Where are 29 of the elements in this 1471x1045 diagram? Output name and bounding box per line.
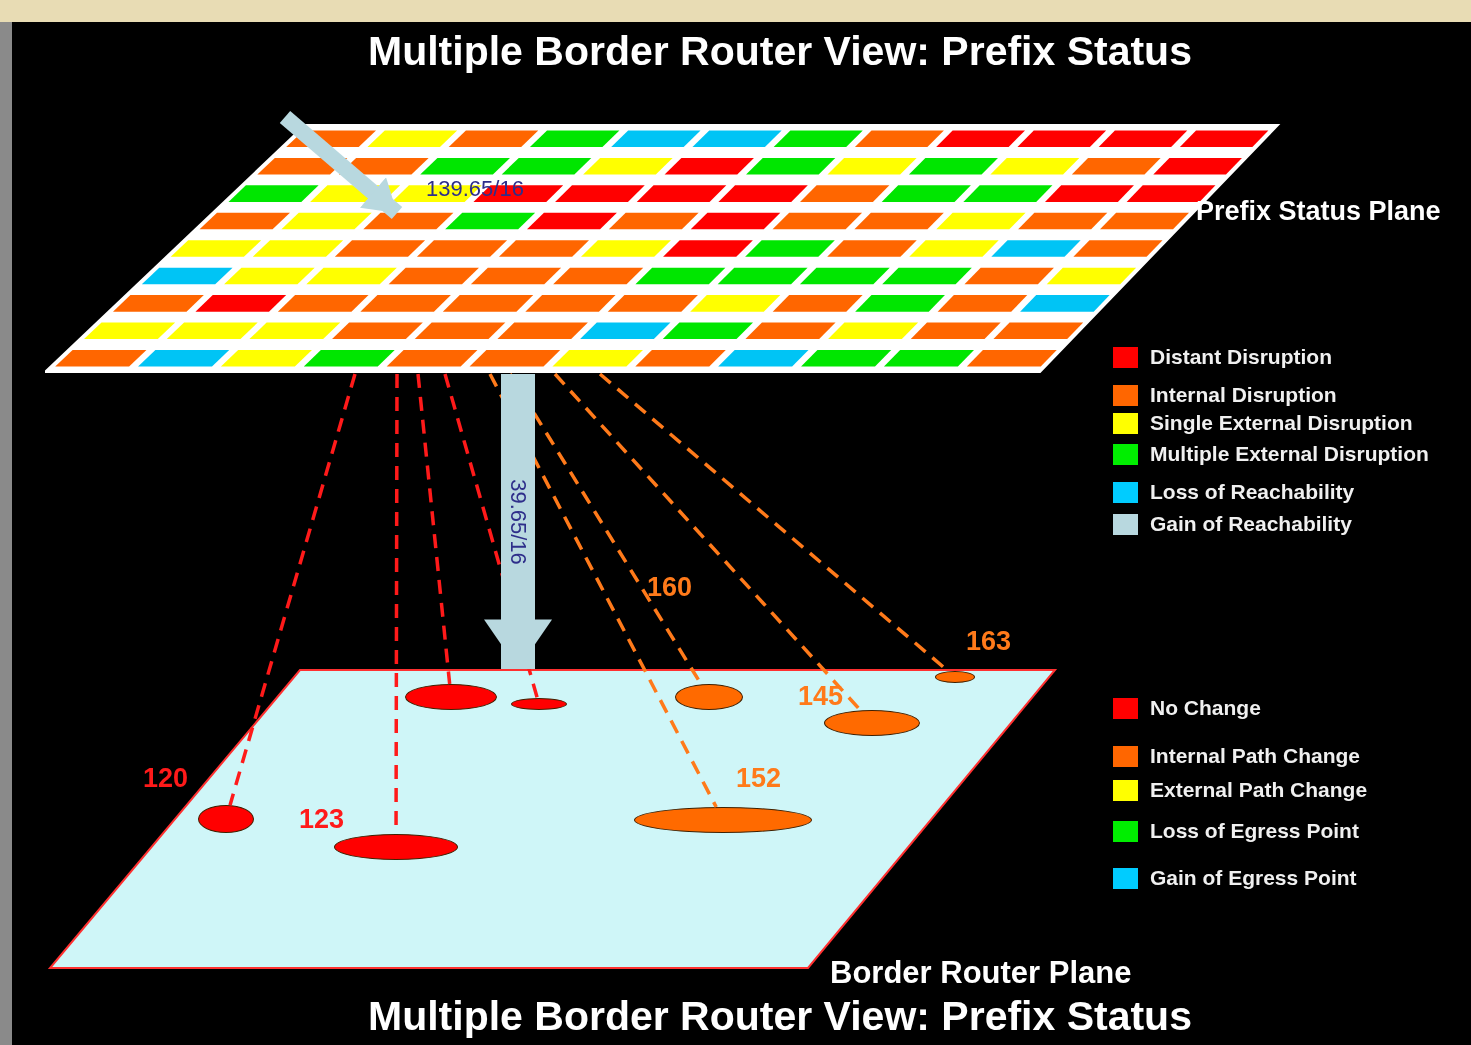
legend-label: Multiple External Disruption [1150,442,1429,466]
node-number: 120 [143,763,189,794]
legend-label: Gain of Egress Point [1150,866,1357,890]
node-number: 163 [966,626,1012,657]
node-number: 145 [798,681,844,712]
legend-label: Gain of Reachability [1150,512,1352,536]
edge-label: 39.65/16 [507,479,529,565]
legend-label: Loss of Egress Point [1150,819,1359,843]
legend-label: Internal Path Change [1150,744,1361,768]
dashed-connector [228,373,357,806]
legend-label: Internal Disruption [1150,383,1337,407]
plane-title: Border Router Plane [830,955,1132,991]
node-number: 160 [647,572,693,603]
legend-label: Single External Disruption [1150,411,1413,435]
title-text: Multiple Border Router View: Prefix Status [368,993,1192,1040]
block-arrow [279,110,403,220]
legend-label: No Change [1150,696,1261,720]
title-text: Multiple Border Router View: Prefix Status [368,28,1192,75]
dashed-connector [553,372,862,712]
block-arrow [484,374,552,669]
plane-title: Prefix Status Plane [1196,196,1441,227]
dashed-connector [488,373,718,808]
legend-label: Loss of Reachability [1150,480,1355,504]
legend-label: Distant Disruption [1150,345,1332,369]
node-number: 123 [299,804,345,835]
edge-label: 139.65/16 [426,178,524,200]
legend-label: External Path Change [1150,778,1368,802]
node-number: 152 [736,763,782,794]
dashed-connector [416,373,452,685]
